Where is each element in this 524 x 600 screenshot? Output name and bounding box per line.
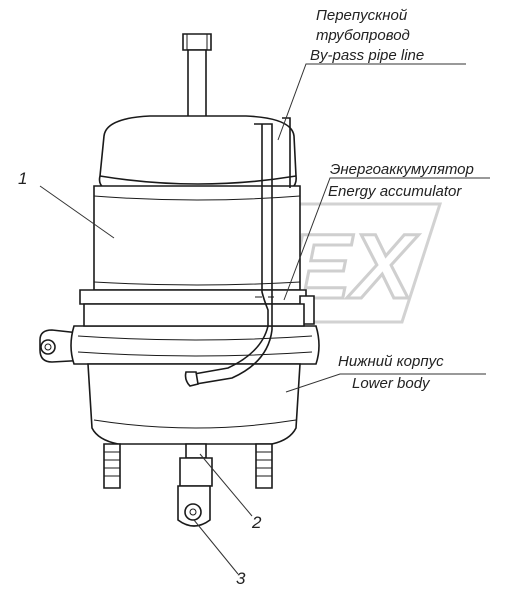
mounting-studs (103, 443, 273, 489)
accumulator-label-en: Energy accumulator (328, 183, 462, 200)
leader-3 (193, 519, 239, 575)
push-rod-clevis (177, 443, 213, 527)
leader-1 (39, 185, 115, 239)
leader-2 (199, 453, 253, 517)
bypass-label-en: By-pass pipe line (310, 47, 424, 64)
bypass-label-ru: Перепускной (316, 7, 408, 24)
energy-accumulator-body (93, 115, 301, 291)
top-rod (182, 33, 212, 121)
part-number-1: 1 (18, 169, 27, 188)
bypass-pipe (184, 117, 291, 387)
bypass-label-ru2: трубопровод (316, 27, 410, 44)
lower-body-label-ru: Нижний корпус (338, 353, 444, 370)
part-number-2: 2 (251, 513, 262, 532)
leader-accumulator (283, 177, 490, 301)
leader-lower-body (285, 373, 486, 393)
leader-lines (39, 63, 490, 575)
diaphragm-flange (70, 303, 320, 365)
leader-bypass (277, 63, 466, 141)
lower-body-label-en: Lower body (352, 375, 431, 392)
clamp-band (79, 289, 315, 325)
accumulator-label-ru: Энергоаккумулятор (330, 161, 474, 178)
part-number-3: 3 (236, 569, 246, 588)
